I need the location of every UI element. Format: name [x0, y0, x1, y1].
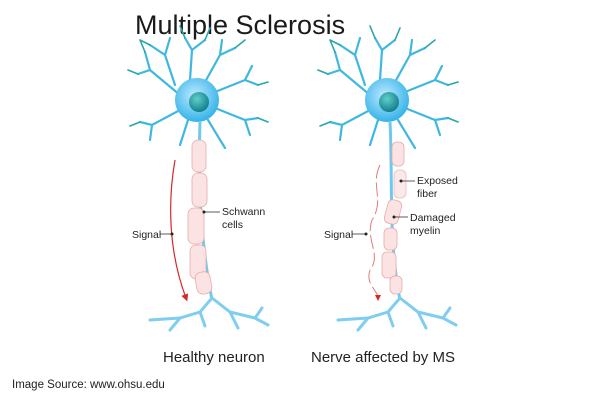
dendrites — [317, 25, 459, 150]
damaged-myelin-label-line2: myelin — [410, 225, 441, 237]
signal-label: Signal — [324, 229, 353, 241]
exposed-fiber-label-line2: fiber — [417, 188, 438, 200]
nucleus — [189, 92, 209, 112]
healthy-neuron: Signal Schwann cells Healthy neuron — [127, 25, 270, 366]
axon-terminals — [336, 296, 458, 332]
signal-arrow — [170, 159, 189, 302]
damaged-myelin — [381, 141, 407, 295]
image-source: Image Source: www.ohsu.edu — [12, 379, 165, 391]
exposed-fiber-label: Exposed — [417, 175, 458, 187]
damaged-myelin-label: Damaged — [410, 212, 456, 224]
myelin-sheath — [187, 139, 213, 295]
ms-neuron: Signal Exposed fiber Damaged myelin Nerv… — [311, 25, 459, 366]
ms-neuron-caption: Nerve affected by MS — [311, 349, 455, 366]
axon-terminals — [148, 296, 270, 332]
dendrites — [127, 25, 269, 150]
schwann-label: Schwann — [222, 206, 265, 218]
diagram-title: Multiple Sclerosis — [135, 10, 345, 40]
schwann-label-line2: cells — [222, 219, 243, 231]
nucleus — [379, 92, 399, 112]
signal-label: Signal — [132, 229, 161, 241]
disrupted-signal — [368, 164, 381, 301]
healthy-neuron-caption: Healthy neuron — [163, 349, 265, 366]
